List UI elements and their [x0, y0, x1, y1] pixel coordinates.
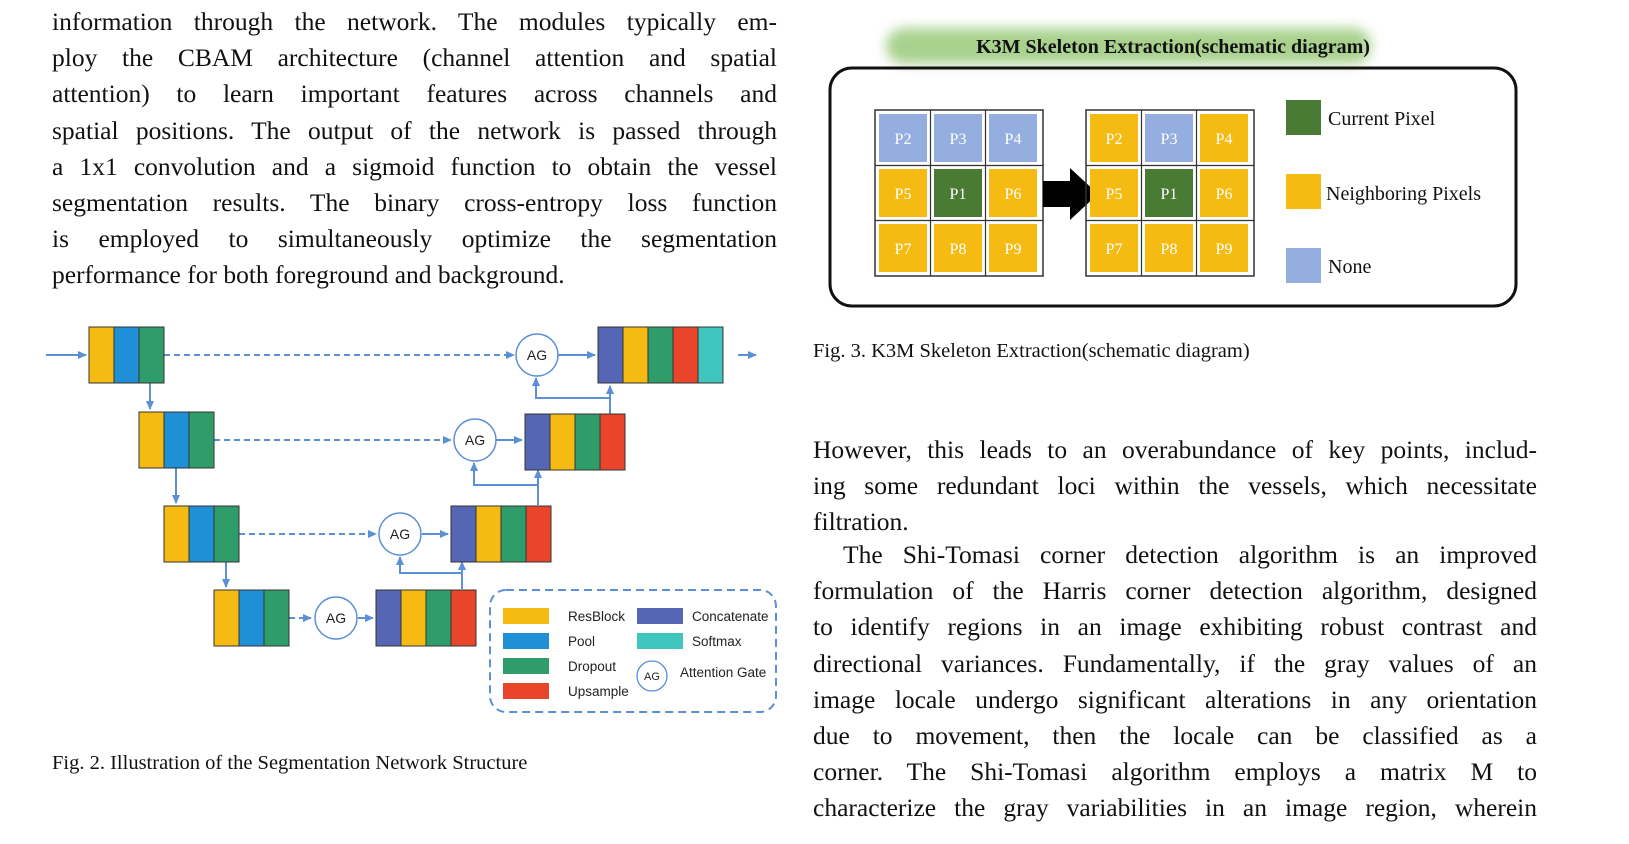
encoder-block-1: [88, 326, 165, 384]
fig2-caption: Fig. 2. Illustration of the Segmentation…: [52, 752, 528, 774]
legend-pool: Pool: [568, 634, 595, 649]
text-line: corner. The Shi-Tomasi algorithm employs…: [813, 757, 1537, 787]
legend-none: None: [1328, 256, 1371, 278]
svg-text:AG: AG: [326, 610, 346, 626]
legend-softmax: Softmax: [692, 634, 742, 649]
svg-text:P1: P1: [950, 186, 967, 203]
text-line: characterize the gray variabilities in a…: [813, 793, 1537, 823]
attention-gate-1: AG: [515, 333, 559, 377]
legend-dropout: Dropout: [568, 659, 616, 674]
svg-text:AG: AG: [465, 432, 485, 448]
legend-concatenate: Concatenate: [692, 609, 769, 624]
encoder-block-3: [163, 505, 240, 563]
segmentation-network-diagram: AG AG AG AG ResBlock Pool Dropout Upsamp…: [46, 326, 777, 713]
pixel-grid-after: P2 P3 P4 P5 P1 P6 P7 P8 P9: [1085, 109, 1255, 277]
svg-text:P5: P5: [1106, 186, 1123, 203]
text-line: However, this leads to an overabundance …: [813, 435, 1537, 464]
decoder-block-2: [524, 413, 626, 471]
attention-gate-3: AG: [378, 512, 422, 556]
svg-text:P8: P8: [1161, 241, 1178, 258]
transform-arrow-icon: [1043, 168, 1098, 220]
svg-text:AG: AG: [390, 526, 410, 542]
text-line: segmentation results. The binary cross-e…: [52, 188, 777, 218]
legend-resblock: ResBlock: [568, 609, 625, 624]
svg-text:P9: P9: [1005, 241, 1022, 258]
text-line: ing some redundant loci within the vesse…: [813, 471, 1537, 501]
right-paragraph-1: However, this leads to an overabundance …: [813, 432, 1537, 541]
fig3-caption: Fig. 3. K3M Skeleton Extraction(schemati…: [813, 340, 1250, 362]
k3m-skeleton-diagram: K3M Skeleton Extraction(schematic diagra…: [828, 28, 1518, 308]
text-line: formulation of the Harris corner detecti…: [813, 576, 1537, 606]
attention-gate-4: AG: [314, 596, 358, 640]
svg-text:P8: P8: [950, 241, 967, 258]
text-line: is employed to simultaneously optimize t…: [52, 224, 777, 254]
text-line: due to movement, then the locale can be …: [813, 721, 1537, 751]
legend-neighboring-pixels: Neighboring Pixels: [1326, 183, 1481, 205]
text-line: information through the network. The mod…: [52, 7, 777, 36]
text-line: attention) to learn important features a…: [52, 79, 777, 109]
text-line: directional variances. Fundamentally, if…: [813, 648, 1537, 678]
left-paragraph: information through the network. The mod…: [52, 4, 777, 294]
legend-attention-gate: Attention Gate: [680, 665, 766, 680]
svg-text:P2: P2: [895, 131, 912, 148]
decoder-block-1: [597, 326, 724, 384]
svg-text:P5: P5: [895, 186, 912, 203]
svg-text:P4: P4: [1005, 131, 1022, 148]
svg-text:P1: P1: [1161, 186, 1178, 203]
svg-text:P6: P6: [1005, 186, 1022, 203]
svg-text:P4: P4: [1216, 131, 1233, 148]
text-line: a 1x1 convolution and a sigmoid function…: [52, 151, 777, 181]
text-line: The Shi-Tomasi corner detection algorith…: [843, 540, 1537, 569]
svg-text:P9: P9: [1216, 241, 1233, 258]
attention-gate-2: AG: [453, 418, 497, 462]
text-line: ploy the CBAM architecture (channel atte…: [52, 43, 777, 73]
svg-text:P6: P6: [1216, 186, 1233, 203]
decoder-block-3: [450, 505, 552, 563]
svg-text:P2: P2: [1106, 131, 1123, 148]
text-line: spatial positions. The output of the net…: [52, 115, 777, 145]
svg-text:P7: P7: [1106, 241, 1123, 258]
text-line: filtration.: [813, 507, 909, 537]
legend-upsample: Upsample: [568, 684, 629, 699]
svg-text:P3: P3: [1161, 131, 1178, 148]
network-legend: ResBlock Pool Dropout Upsample AG Concat…: [489, 589, 777, 713]
right-paragraph-2: The Shi-Tomasi corner detection algorith…: [813, 537, 1537, 827]
decoder-block-4: [375, 589, 477, 647]
fig3-title: K3M Skeleton Extraction(schematic diagra…: [976, 36, 1370, 58]
text-line: to identify regions in an image exhibiti…: [813, 612, 1537, 642]
svg-text:P7: P7: [895, 241, 912, 258]
pixel-legend: Current Pixel Neighboring Pixels None: [1286, 100, 1481, 283]
text-line: image locale undergo significant alterat…: [813, 684, 1537, 714]
svg-text:AG: AG: [644, 671, 660, 683]
legend-current-pixel: Current Pixel: [1328, 108, 1436, 130]
text-line: performance for both foreground and back…: [52, 260, 565, 290]
encoder-block-2: [138, 411, 215, 469]
pixel-grid-before: P2 P3 P4 P5 P1 P6 P7 P8 P9: [874, 109, 1044, 277]
svg-text:P3: P3: [950, 131, 967, 148]
svg-text:AG: AG: [527, 347, 547, 363]
encoder-block-4: [213, 589, 290, 647]
